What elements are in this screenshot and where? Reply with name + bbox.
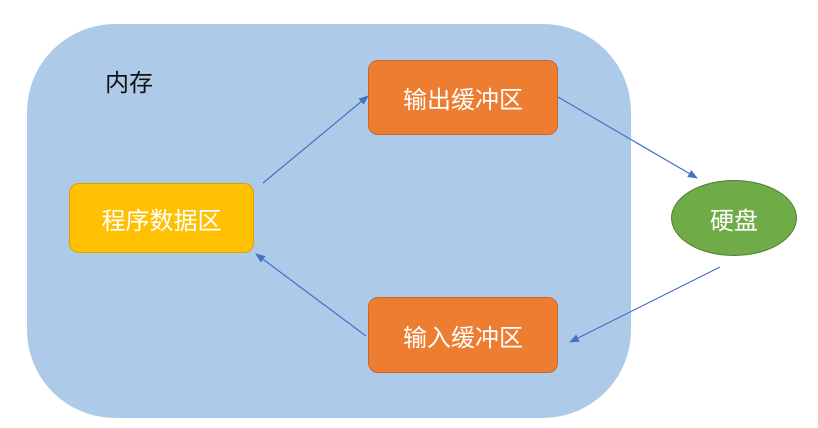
memory-label: 内存 (105, 69, 153, 97)
input-buffer-label: 输入缓冲区 (403, 323, 523, 352)
output-buffer-label: 输出缓冲区 (403, 86, 523, 114)
input-buffer-node: 输入缓冲区 (368, 297, 558, 373)
disk-label: 硬盘 (710, 206, 758, 235)
program-data-area-label: 程序数据区 (101, 206, 222, 235)
output-buffer-node: 输出缓冲区 (368, 60, 558, 135)
disk-node: 硬盘 (671, 180, 797, 256)
program-data-area-node: 程序数据区 (69, 183, 254, 253)
